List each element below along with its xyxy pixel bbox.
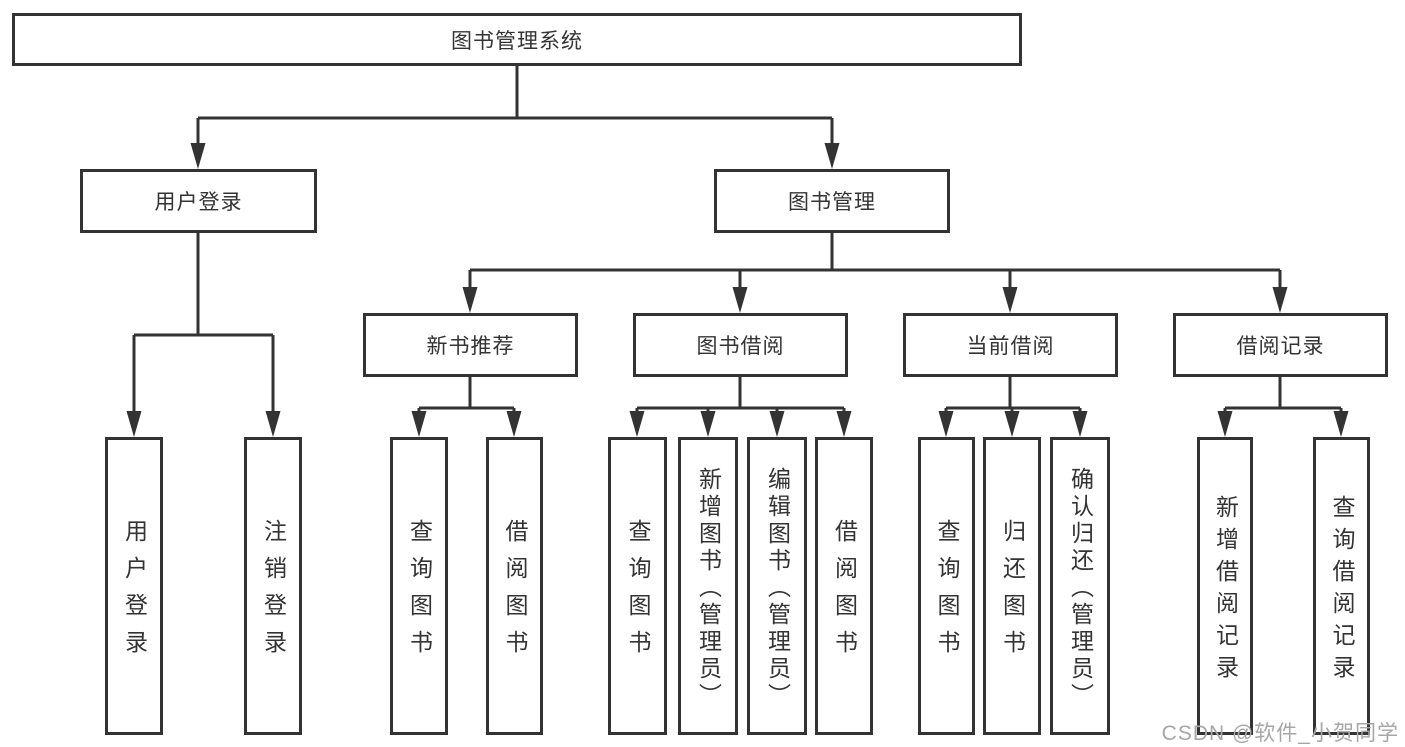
node-label: 新增图书（管理员） bbox=[695, 466, 722, 710]
node-label: 图书管理 bbox=[788, 191, 876, 214]
node-label: 当前借阅 bbox=[966, 335, 1055, 358]
csdn-watermark: CSDN @软件_小贺同学 bbox=[1161, 722, 1399, 745]
node-book-borrowing: 图书借阅 bbox=[633, 313, 848, 377]
node-label: 新书推荐 bbox=[426, 335, 515, 358]
leaf-logout: 注销登录 bbox=[244, 437, 302, 735]
node-label: 归还图书 bbox=[999, 519, 1026, 667]
leaf-add-books-admin: 新增图书（管理员） bbox=[678, 437, 738, 735]
leaf-borrow-books: 借阅图书 bbox=[815, 437, 873, 735]
node-book-management: 图书管理 bbox=[714, 169, 950, 233]
leaf-query-books-current: 查询图书 bbox=[918, 437, 975, 735]
leaf-return-books: 归还图书 bbox=[983, 437, 1041, 735]
leaf-confirm-return-admin: 确认归还（管理员） bbox=[1050, 437, 1110, 735]
node-label: 借阅图书 bbox=[502, 519, 528, 667]
node-label: 查询图书 bbox=[934, 519, 960, 667]
leaf-add-borrow-record: 新增借阅记录 bbox=[1197, 437, 1253, 735]
node-label: 用户登录 bbox=[154, 191, 243, 214]
node-label: 图书借阅 bbox=[696, 335, 785, 358]
node-label: 借阅记录 bbox=[1236, 335, 1325, 358]
node-library-management-system: 图书管理系统 bbox=[12, 13, 1022, 66]
leaf-borrow-books-recommend: 借阅图书 bbox=[486, 437, 543, 735]
node-label: 用户登录 bbox=[121, 519, 148, 667]
node-user-login: 用户登录 bbox=[80, 169, 317, 233]
leaf-query-books-borrowing: 查询图书 bbox=[608, 437, 667, 735]
leaf-query-books-recommend: 查询图书 bbox=[390, 437, 448, 735]
node-borrowing-records: 借阅记录 bbox=[1173, 313, 1388, 377]
node-label: 查询借阅记录 bbox=[1329, 494, 1355, 687]
leaf-edit-books-admin: 编辑图书（管理员） bbox=[747, 437, 807, 735]
node-current-borrowing: 当前借阅 bbox=[903, 313, 1118, 377]
leaf-user-login: 用户登录 bbox=[105, 437, 163, 735]
node-label: 确认归还（管理员） bbox=[1067, 466, 1094, 710]
node-label: 编辑图书（管理员） bbox=[764, 466, 791, 710]
node-label: 图书管理系统 bbox=[451, 29, 583, 53]
node-label: 借阅图书 bbox=[831, 519, 858, 667]
node-label: 查询图书 bbox=[625, 519, 651, 667]
node-new-book-recommendation: 新书推荐 bbox=[363, 313, 578, 377]
node-label: 查询图书 bbox=[406, 519, 433, 667]
leaf-query-borrow-record: 查询借阅记录 bbox=[1313, 437, 1370, 735]
node-label: 注销登录 bbox=[260, 519, 287, 667]
node-label: 新增借阅记录 bbox=[1212, 494, 1239, 687]
